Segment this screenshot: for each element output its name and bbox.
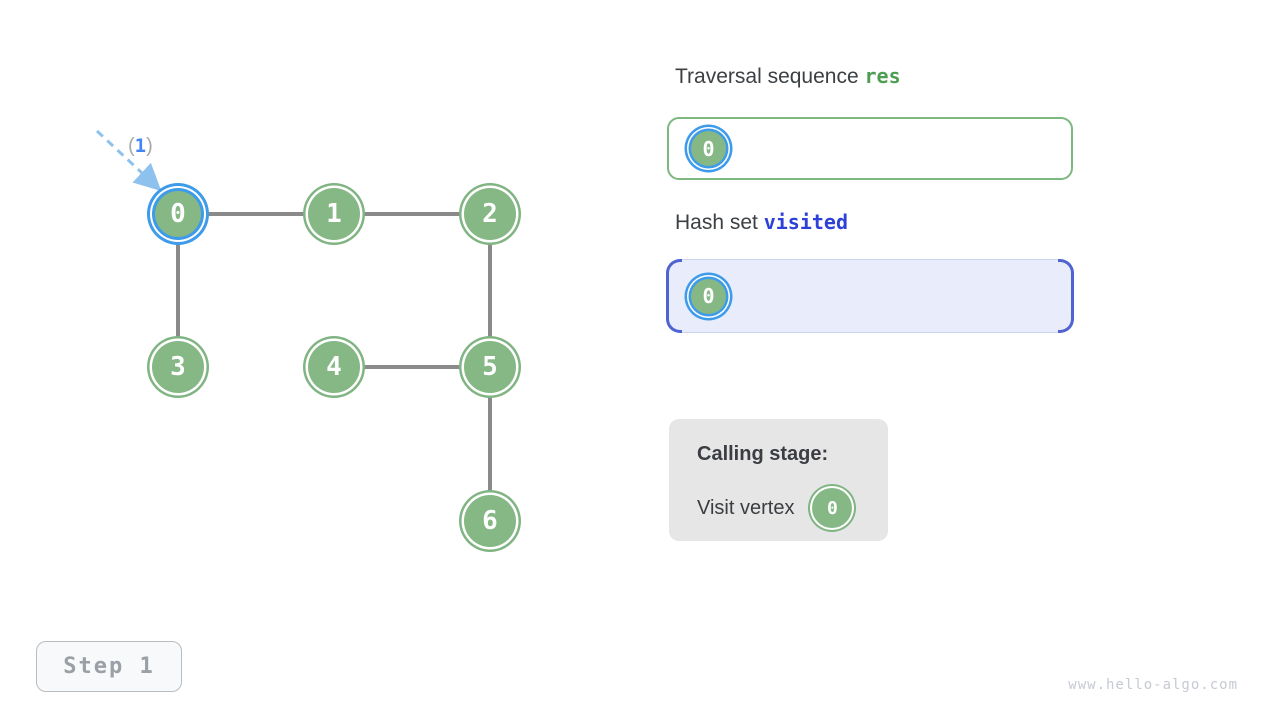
graph-node-2: 2 [459, 183, 521, 245]
set-bracket-right [1058, 259, 1074, 333]
pointer-paren-open: ( [128, 135, 135, 157]
visited-title-text: Hash set [675, 211, 758, 234]
graph-node-1: 1 [303, 183, 365, 245]
graph-node-label-4: 4 [308, 341, 360, 393]
calling-stage-text: Visit vertex [697, 496, 795, 519]
calling-stage-title: Calling stage: [697, 443, 829, 465]
hash-set-box: 0 [666, 259, 1074, 333]
graph-node-label-1: 1 [308, 188, 360, 240]
step-badge: Step 1 [36, 641, 182, 692]
calling-stage-node: 0 [812, 488, 853, 528]
graph-node-3: 3 [147, 336, 209, 398]
visited-title: Hash set visited [675, 210, 848, 235]
pointer-step-label: (1) [128, 135, 153, 158]
chip-node-0: 0 [691, 278, 726, 314]
pointer-step-number: 1 [134, 135, 147, 157]
graph-node-label-5: 5 [464, 341, 516, 393]
set-bracket-left [666, 259, 682, 333]
graph-node-label-0: 0 [155, 191, 201, 237]
graph-node-label-3: 3 [152, 341, 204, 393]
graph-node-0: 0 [147, 183, 209, 245]
graph-node-4: 4 [303, 336, 365, 398]
calling-stage-card: Calling stage: Visit vertex 0 [669, 419, 888, 541]
graph-node-6: 6 [459, 490, 521, 552]
watermark: www.hello-algo.com [1068, 677, 1238, 693]
graph-node-5: 5 [459, 336, 521, 398]
traversal-sequence-box: 0 [667, 117, 1073, 180]
chip-node-0: 0 [691, 131, 726, 166]
pointer-paren-close: ) [146, 135, 153, 157]
graph-node-label-2: 2 [464, 188, 516, 240]
traversal-title-text: Traversal sequence [675, 65, 859, 88]
graph-node-label-6: 6 [464, 495, 516, 547]
traversal-title: Traversal sequence res [675, 64, 901, 89]
traversal-code-res: res [864, 64, 901, 88]
visited-code: visited [763, 210, 849, 234]
